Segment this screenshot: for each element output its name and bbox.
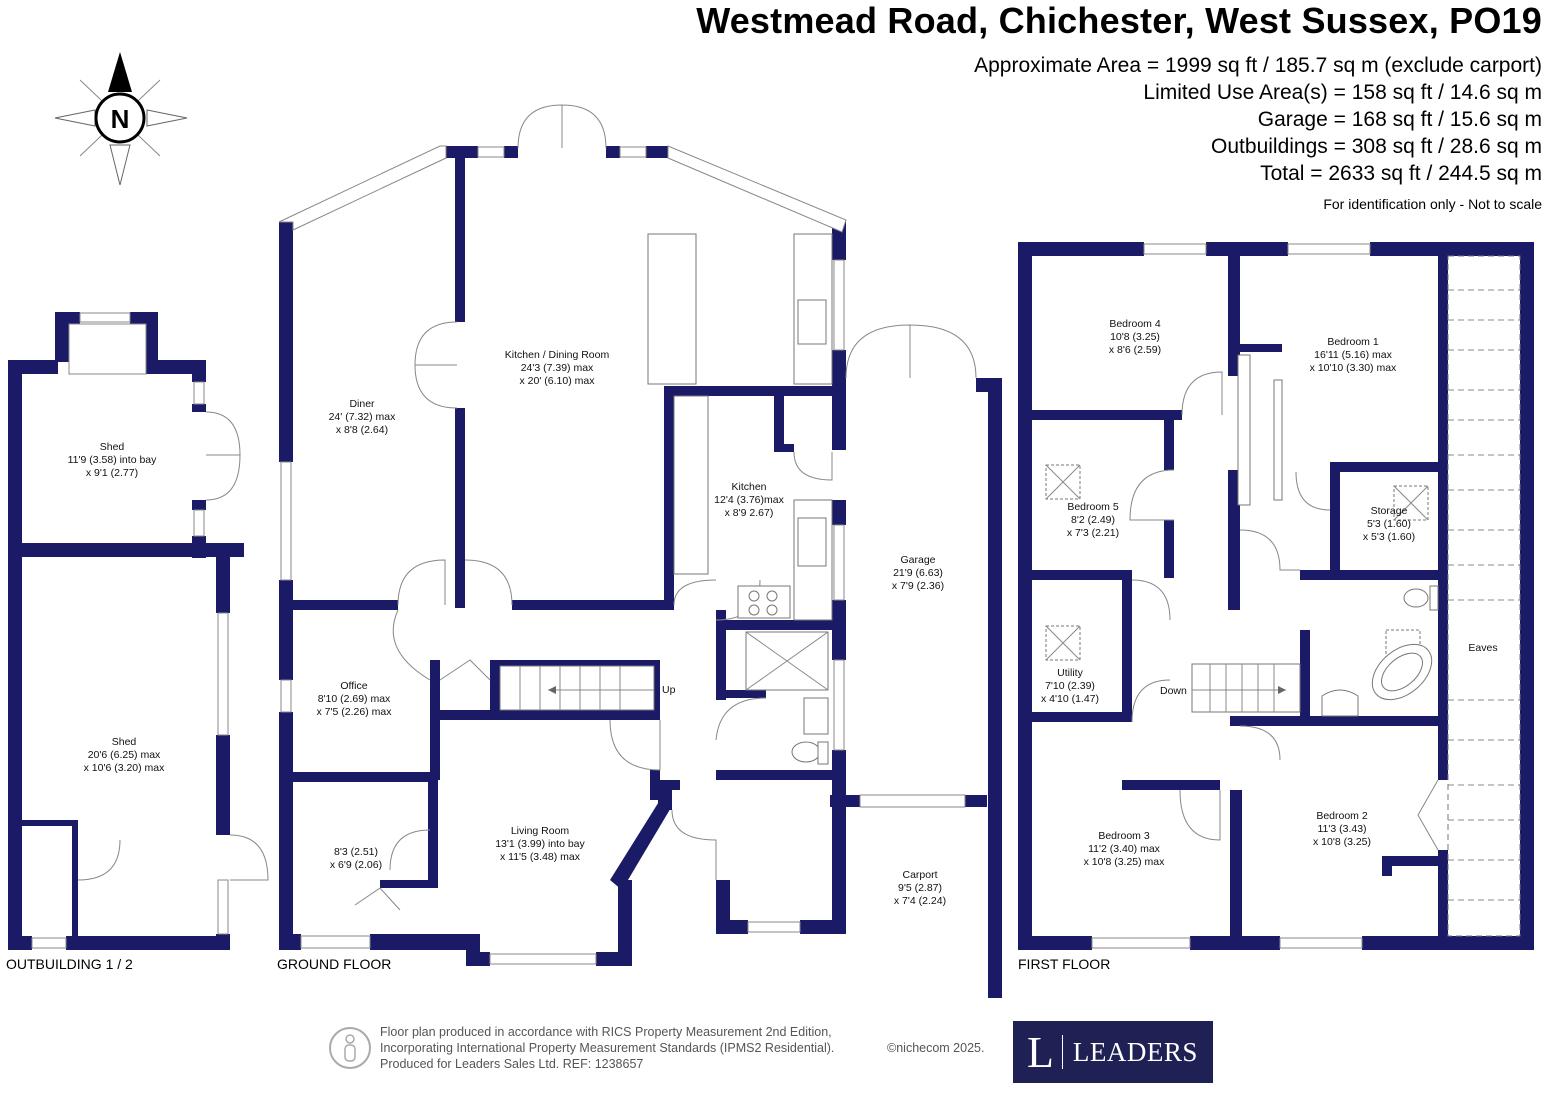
logo-name: LEADERS xyxy=(1072,1036,1198,1067)
footer-line-2: Incorporating International Property Mea… xyxy=(380,1041,835,1055)
footer-line-3: Produced for Leaders Sales Ltd. REF: 123… xyxy=(380,1057,644,1071)
property-title: Westmead Road, Chichester, West Sussex, … xyxy=(696,0,1542,41)
compass-north-label: N xyxy=(111,104,130,134)
person-icon xyxy=(329,1027,371,1069)
eaves-area xyxy=(1447,255,1521,937)
copyright-text: ©nichecom 2025. xyxy=(887,1041,985,1055)
room-label-small-room: 8'3 (2.51)x 6'9 (2.06) xyxy=(330,846,382,871)
footer-line-1: Floor plan produced in accordance with R… xyxy=(380,1025,832,1039)
compass-icon: N xyxy=(54,52,188,186)
footer-disclaimer: Floor plan produced in accordance with R… xyxy=(380,1024,834,1072)
room-label-eaves: Eaves xyxy=(1468,642,1497,654)
floor-label-outbuilding: OUTBUILDING 1 / 2 xyxy=(6,956,133,972)
area-approximate: Approximate Area = 1999 sq ft / 185.7 sq… xyxy=(974,54,1542,77)
stairs-down-label: Down xyxy=(1160,685,1187,697)
logo-letter: L xyxy=(1027,1027,1054,1077)
area-outbuildings: Outbuildings = 308 sq ft / 28.6 sq m xyxy=(1211,135,1542,158)
stairs-up-label: Up xyxy=(662,684,676,696)
scale-note: For identification only - Not to scale xyxy=(1323,196,1542,212)
outbuilding-walls xyxy=(8,312,244,950)
first-floor-stairs xyxy=(1191,663,1301,713)
area-limited-use: Limited Use Area(s) = 158 sq ft / 14.6 s… xyxy=(1143,81,1542,104)
ground-stairs xyxy=(499,665,655,711)
area-total: Total = 2633 sq ft / 244.5 sq m xyxy=(1260,162,1542,185)
floor-label-ground: GROUND FLOOR xyxy=(277,956,392,972)
first-floor-walls xyxy=(1018,242,1534,950)
area-garage: Garage = 168 sq ft / 15.6 sq m xyxy=(1257,108,1542,131)
logo-divider xyxy=(1061,1035,1063,1069)
floor-label-first: FIRST FLOOR xyxy=(1018,956,1111,972)
leaders-logo: L LEADERS xyxy=(1013,1021,1213,1083)
